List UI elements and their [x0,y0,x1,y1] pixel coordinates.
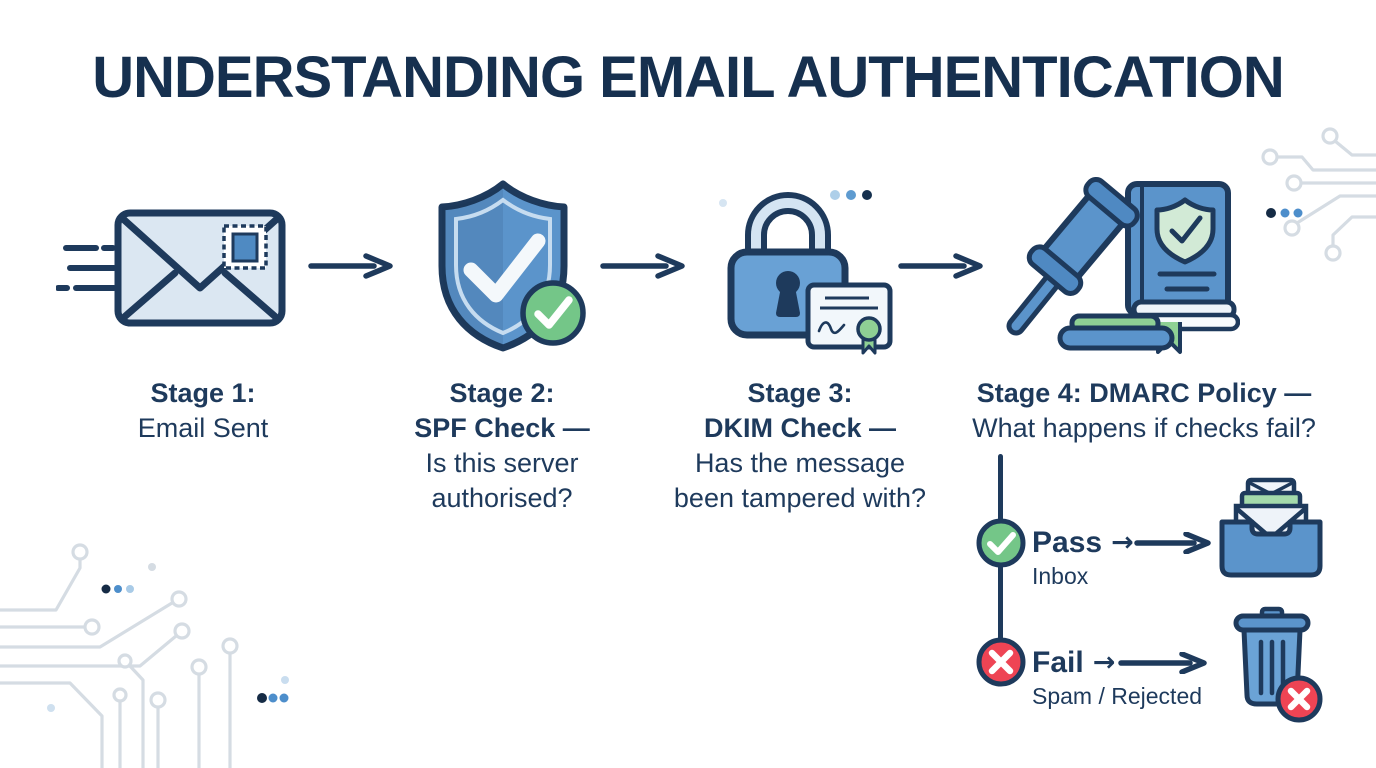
stage2-subheading: SPF Check — [414,413,590,443]
stage3-subheading: DKIM Check — [703,413,897,443]
stage1-label: Stage 1: Email Sent [75,376,331,446]
pass-label: Pass [1032,526,1103,559]
stage2-question: Is this server authorised? [425,448,579,513]
flow-arrow-icon [600,253,685,279]
green-check-badge [520,280,586,346]
certificate [805,282,893,355]
pass-flow-arrow-icon [1134,532,1211,554]
speed-lines [56,245,117,291]
shield-checkmark [463,233,546,303]
pass-check-badge [976,518,1026,568]
stage4-label: Stage 4: DMARC Policy — What happens if … [948,376,1340,446]
stage1-heading: Stage 1: [150,378,256,408]
fail-cross-badge [976,637,1026,687]
flow-arrow-icon [308,253,393,279]
stage4-heading: Stage 4: DMARC Policy — [976,378,1312,408]
rejected-cross-badge [1275,675,1323,723]
stage4-question: What happens if checks fail? [972,413,1316,443]
gavel [1006,176,1175,351]
fail-arrow-glyph: → [1092,647,1116,678]
trash-bin-icon [1233,606,1323,723]
stage3-label: Stage 3: DKIM Check — Has the message be… [670,376,930,516]
stage3-question: Has the message been tampered with? [673,448,927,513]
stamp [222,224,268,270]
accent-dots-right [1266,208,1303,218]
accent-dots-bottom-left [101,584,134,594]
book-shield-emblem [1154,197,1216,265]
circuit-decoration-top-right [1261,127,1376,262]
dmarc-gavel-policy-book-icon [1006,176,1240,354]
fail-destination: Spam / Rejected [1032,683,1203,709]
fail-outcome-label: Fail → Spam / Rejected [1032,646,1203,710]
spf-shield-check-icon [438,180,586,352]
email-sent-envelope-icon [56,209,286,327]
tray-front [1219,519,1323,578]
circuit-decoration-bottom-left [0,543,239,768]
stage3-heading: Stage 3: [747,378,853,408]
inbox-tray-icon [1219,477,1323,578]
gavel-block-base [1057,325,1175,351]
stage2-label: Stage 2: SPF Check — Is this server auth… [384,376,620,516]
stage1-description: Email Sent [137,413,269,443]
page-title: UNDERSTANDING EMAIL AUTHENTICATION [92,45,1284,110]
fail-flow-arrow-icon [1118,652,1207,674]
fail-label: Fail [1032,646,1084,679]
pass-destination: Inbox [1032,563,1089,589]
dkim-padlock-certificate-icon [719,190,893,355]
rosette-seal [856,316,882,342]
flow-arrow-icon [898,253,983,279]
accent-dots-lock [830,190,872,200]
pass-outcome-label: Pass → Inbox [1032,526,1134,590]
stage2-heading: Stage 2: [449,378,555,408]
pass-arrow-glyph: → [1111,527,1134,558]
accent-dots-bottom-center [257,676,289,703]
